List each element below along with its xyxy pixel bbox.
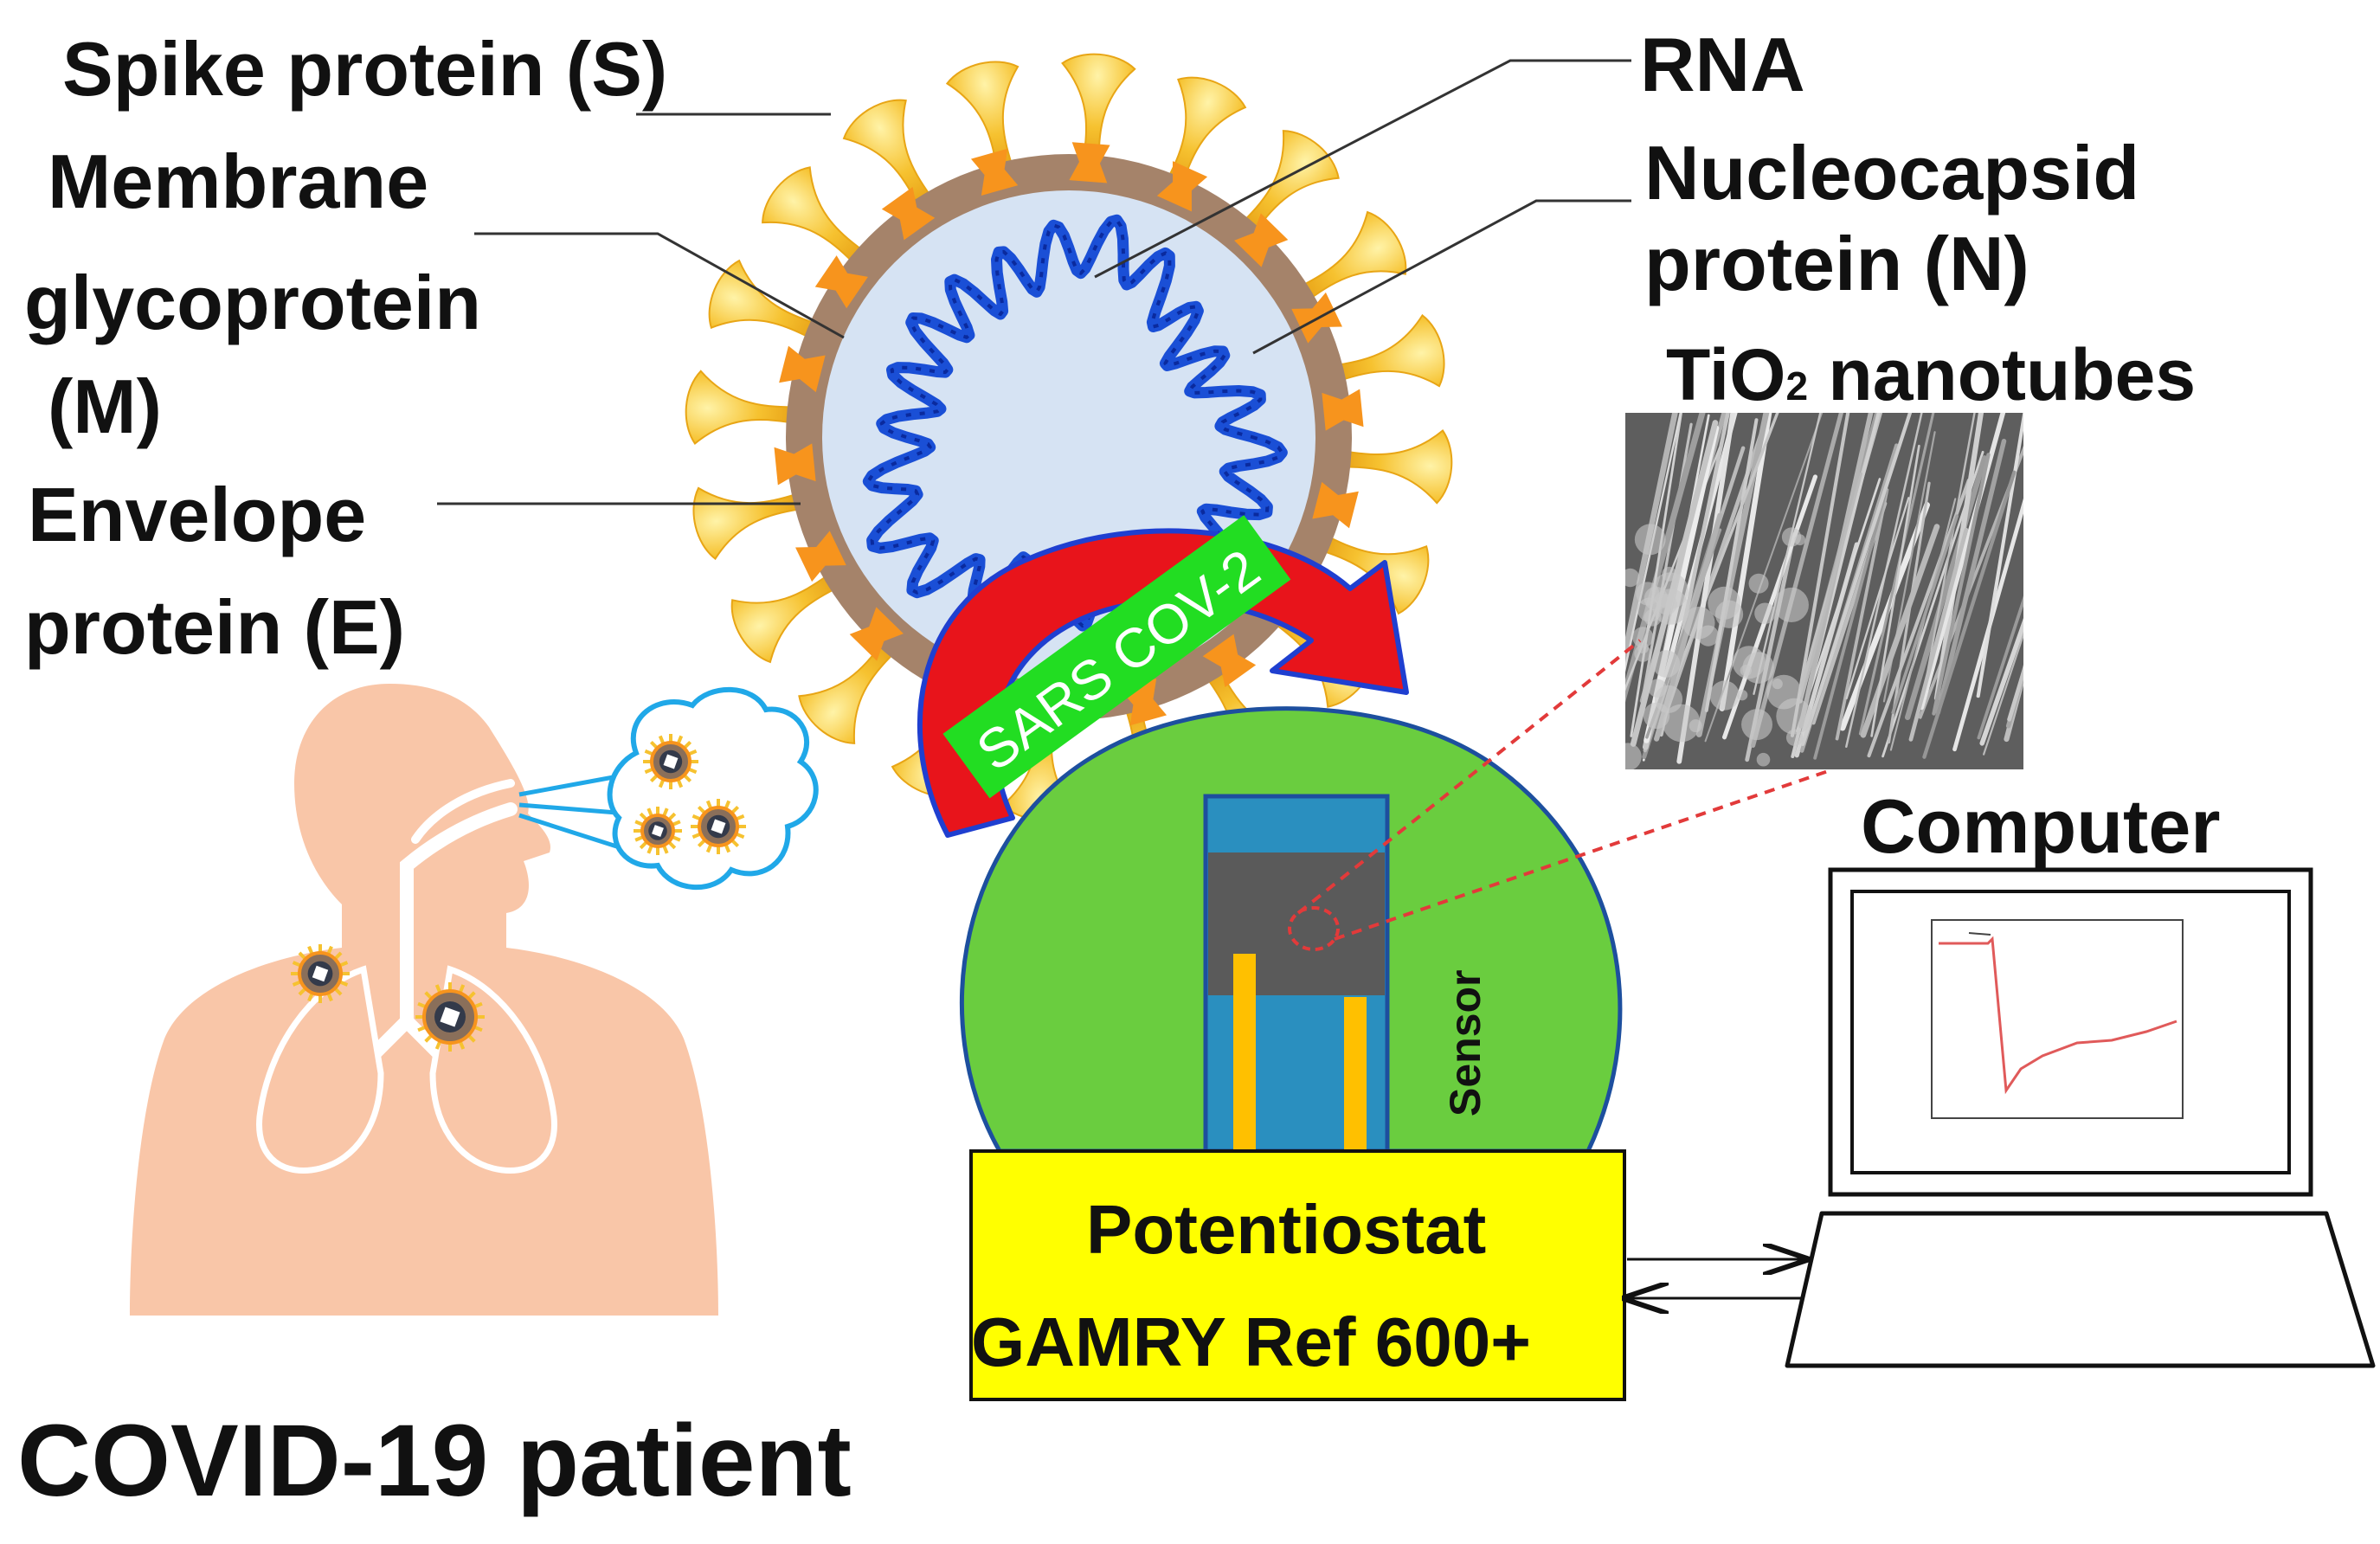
potentiostat-box: Potentiostat GAMRY Ref 600+ [969,1149,1626,1401]
spike-protein [762,166,865,265]
virus-particle [634,807,682,855]
envelope-label-line1: Envelope [28,472,366,557]
zoom-line-upper [1296,639,1642,915]
tio2-nanotube-sem-image [1625,413,2023,769]
nucleocapsid-label-line1: Nucleocapsid [1644,130,2139,216]
membrane-glycoprotein [1322,389,1364,431]
tio2-label-subscript: 2 [1785,363,1808,409]
virus-particle [415,982,485,1052]
membrane-label-line2: glycoprotein [24,260,481,345]
zoom-line-lower [1334,768,1834,941]
membrane-leader [474,232,845,339]
envelope-label-line2: protein (E) [24,584,405,670]
cloud-icon [518,686,819,891]
spike-protein [842,99,933,207]
virus-labels: Spike protein (S) Membrane glycoprotein … [17,22,2221,1518]
membrane-glycoprotein [814,255,868,309]
nucleocapsid-leader [1252,199,1631,355]
electrode-icon: Sensor [960,706,1623,1154]
tio2-label-main: TiO [1666,334,1785,415]
membrane-glycoprotein [774,443,816,486]
plot-marker [1968,932,1991,936]
nucleocapsid-label-line2: protein (N) [1644,221,2029,306]
virus-particle [291,944,350,1003]
membrane-glycoprotein [779,345,826,393]
laptop-icon [1785,867,2376,1368]
membrane-label-line3: (M) [48,363,162,449]
tio2-label-rest: nanotubes [1808,334,2196,415]
computer-label: Computer [1861,783,2221,869]
breath-lines [518,772,628,852]
spike-protein [798,640,897,744]
plot-trace [1939,936,2177,1095]
virus-particle [643,734,698,789]
spike-protein [730,573,839,664]
membrane-glycoprotein [1312,481,1359,529]
sensor-label: Sensor [1441,969,1489,1116]
cloud-outline [607,686,819,891]
membrane-label-line1: Membrane [48,138,428,224]
membrane-glycoprotein [849,607,904,661]
rna-leader [1094,59,1631,279]
zoom-lines [1296,639,1834,941]
current-time-plot [1931,919,2184,1119]
spike-protein [685,370,794,445]
leader-lines [437,59,1631,505]
data-link-arrows [1627,1259,1804,1298]
membrane-glycoprotein [1234,213,1289,267]
virus-particle [691,799,746,854]
spike-protein [1343,429,1453,505]
membrane-glycoprotein [1156,161,1208,212]
spike-protein [1299,210,1407,301]
spike-label: Spike protein (S) [62,26,667,112]
membrane-glycoprotein [1202,634,1257,688]
spike-protein [708,259,818,339]
potentiostat-label-line2: GAMRY Ref 600+ [971,1303,1531,1380]
rna-label: RNA [1640,22,1805,107]
membrane-glycoprotein [795,531,846,582]
membrane-glycoprotein [970,148,1019,196]
nasal-passage [411,779,515,844]
curved-arrow-body [917,528,1409,838]
tio2-label: TiO2 nanotubes [1666,334,2196,415]
electrode-contact-right [1344,997,1367,1151]
lungs-icon [256,944,557,1174]
left-lung [256,965,384,1174]
laptop-base [1785,1211,2376,1368]
spike-protein [1167,76,1247,186]
membrane-glycoprotein [881,186,936,241]
spike-protein [945,61,1020,171]
membrane-glycoprotein [1069,142,1110,183]
spike-protein [1061,53,1136,163]
patient-label: COVID-19 patient [17,1404,852,1518]
potentiostat-label-line1: Potentiostat [1086,1191,1486,1268]
rna-strand-highlight [866,218,1284,629]
magnify-circle [1288,906,1340,951]
electrode-contact-left [1233,954,1256,1151]
spike-protein [1335,313,1445,388]
